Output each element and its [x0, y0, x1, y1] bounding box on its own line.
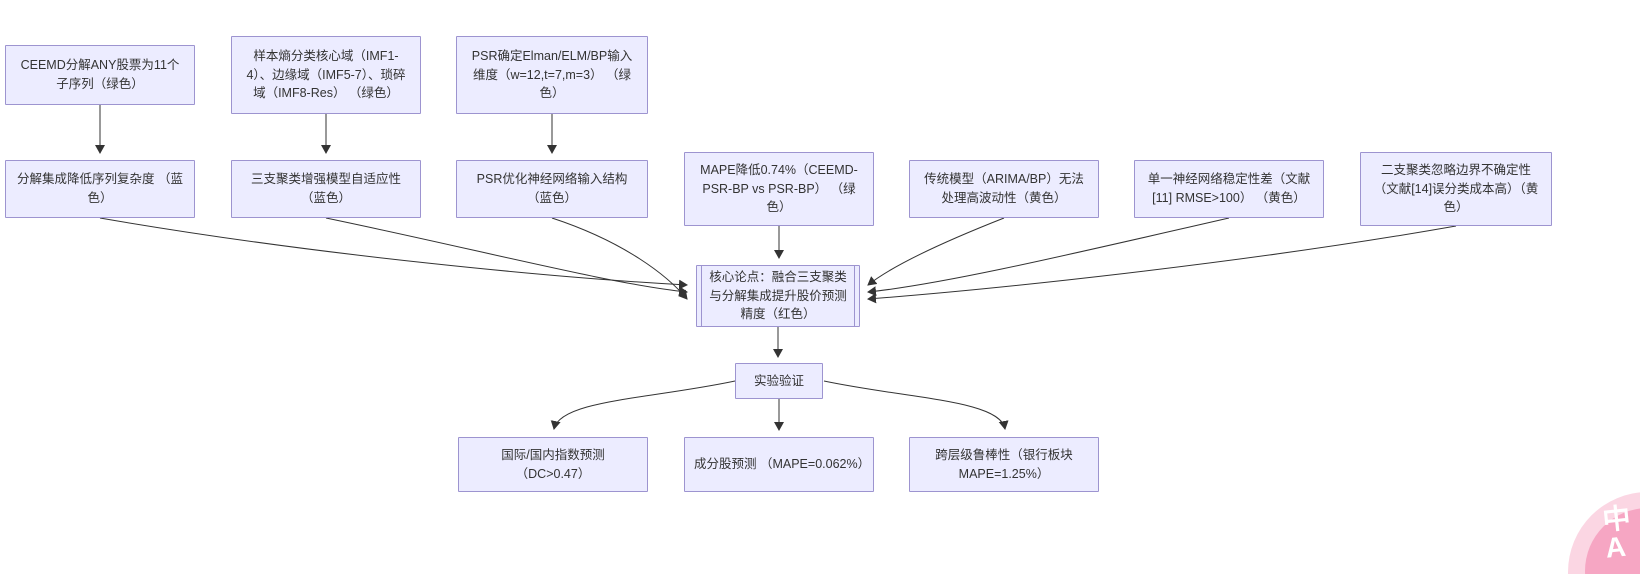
- node-label: CEEMD分解ANY股票为11个 子序列（绿色）: [20, 58, 180, 91]
- translate-icon[interactable]: 中A: [1600, 502, 1634, 564]
- node-label: 实验验证: [753, 373, 804, 388]
- node-mape-reduction: MAPE降低0.74%（CEEMD-PSR-BP vs PSR-BP） （绿色）: [684, 152, 874, 226]
- node-label: 分解集成降低序列复杂度 （蓝色）: [17, 172, 183, 205]
- node-cross-level-robustness: 跨层级鲁棒性（银行板块 MAPE=1.25%）: [909, 437, 1099, 492]
- edge-singlenn-to-core: [867, 217, 1230, 297]
- node-label: MAPE降低0.74%（CEEMD-PSR-BP vs PSR-BP） （绿色）: [700, 162, 858, 215]
- node-traditional-models: 传统模型（ARIMA/BP）无法处理高波动性（黄色）: [909, 160, 1099, 218]
- node-ceemd-decompose: CEEMD分解ANY股票为11个 子序列（绿色）: [5, 45, 195, 105]
- node-two-way-clustering-limitation: 二支聚类忽略边界不确定性（文献[14]误分类成本高）（黄色）: [1360, 152, 1552, 226]
- node-label: 传统模型（ARIMA/BP）无法处理高波动性（黄色）: [924, 172, 1084, 205]
- node-label: 单一神经网络稳定性差（文献[11] RMSE>100） （黄色）: [1147, 172, 1311, 205]
- node-experiment-validation: 实验验证: [735, 363, 823, 399]
- node-psr-input-dimension: PSR确定Elman/ELM/BP输入维度（w=12,t=7,m=3） （绿色）: [456, 36, 648, 114]
- edge-experiment-to-robustness: [823, 380, 1009, 430]
- edge-traditional-to-core: [867, 217, 1005, 286]
- edge-twoway-to-core: [867, 225, 1457, 304]
- node-sample-entropy: 样本熵分类核心域（IMF1-4）、边缘域（IMF5-7）、琐碎域（IMF8-Re…: [231, 36, 421, 114]
- edge-psropt-to-core: [551, 217, 688, 300]
- edge-decomp-to-core: [99, 217, 688, 290]
- node-psr-optimize: PSR优化神经网络输入结构 （蓝色）: [456, 160, 648, 218]
- node-label: 样本熵分类核心域（IMF1-4）、边缘域（IMF5-7）、琐碎域（IMF8-Re…: [246, 48, 406, 101]
- node-label: 核心论点：融合三支聚类与分解集成提升股价预测精度（红色）: [709, 269, 847, 322]
- node-decomposition-ensemble: 分解集成降低序列复杂度 （蓝色）: [5, 160, 195, 218]
- node-label: 成分股预测 （MAPE=0.062%）: [694, 457, 871, 472]
- node-label: PSR确定Elman/ELM/BP输入维度（w=12,t=7,m=3） （绿色）: [471, 48, 633, 101]
- edge-experiment-to-index: [550, 380, 736, 430]
- edge-threeway-to-core: [325, 217, 688, 297]
- node-three-way-clustering: 三支聚类增强模型自适应性 （蓝色）: [231, 160, 421, 218]
- node-core-thesis: 核心论点：融合三支聚类与分解集成提升股价预测精度（红色）: [696, 265, 860, 327]
- node-label: 三支聚类增强模型自适应性 （蓝色）: [250, 172, 401, 205]
- node-component-stock-prediction: 成分股预测 （MAPE=0.062%）: [684, 437, 874, 492]
- node-label: PSR优化神经网络输入结构 （蓝色）: [476, 172, 628, 205]
- node-label: 国际/国内指数预测 （DC>0.47）: [501, 447, 605, 481]
- node-label: 跨层级鲁棒性（银行板块 MAPE=1.25%）: [935, 447, 1073, 481]
- node-single-nn-instability: 单一神经网络稳定性差（文献[11] RMSE>100） （黄色）: [1134, 160, 1324, 218]
- node-index-prediction: 国际/国内指数预测 （DC>0.47）: [458, 437, 648, 492]
- node-label: 二支聚类忽略边界不确定性（文献[14]误分类成本高）（黄色）: [1373, 162, 1539, 215]
